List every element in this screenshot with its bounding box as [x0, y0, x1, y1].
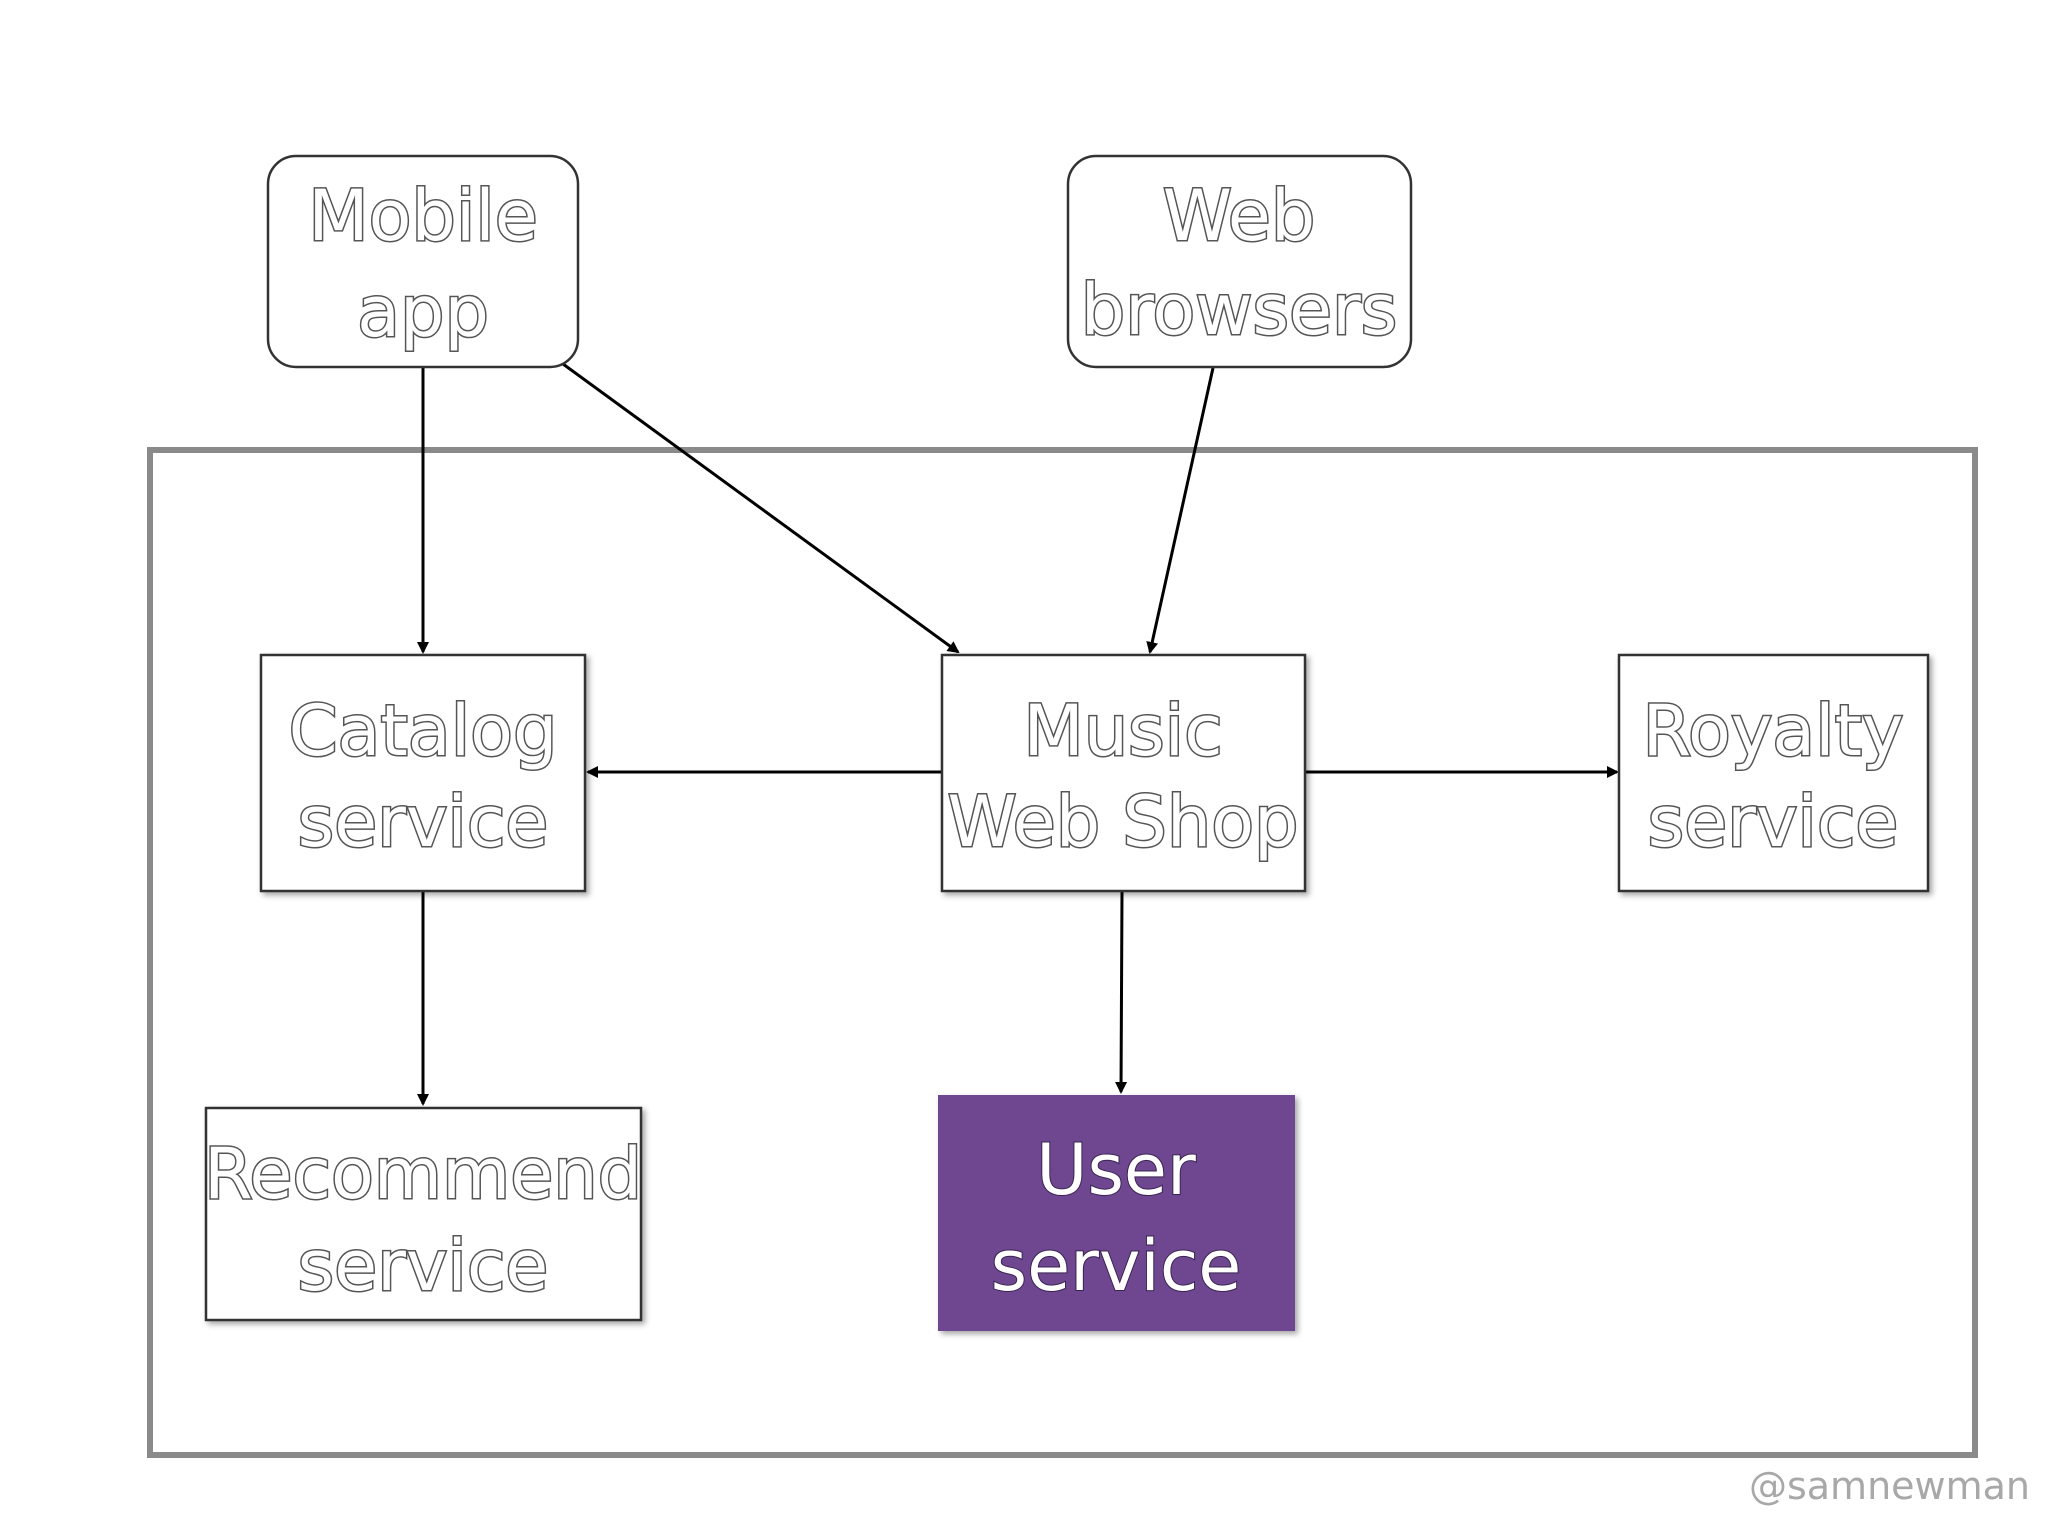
edge-mobile-app-to-music-web-shop — [562, 362, 960, 654]
node-music-web-shop-line-2: Web Shop — [948, 781, 1299, 863]
node-web-browsers: Web browsers — [1066, 154, 1413, 369]
node-recommend-service-line-2: service — [298, 1225, 549, 1307]
system-boundary — [147, 447, 1978, 1458]
node-royalty-service-line-2: service — [1648, 781, 1899, 863]
edge-music-web-shop-to-user-service — [1115, 891, 1128, 1094]
node-catalog-service: Catalog service — [259, 653, 587, 893]
node-user-service-line-1: User — [1036, 1129, 1196, 1211]
node-recommend-service: Recommend service — [202, 1106, 644, 1322]
node-user-service-line-2: service — [991, 1225, 1242, 1307]
node-music-web-shop: Music Web Shop — [940, 653, 1307, 893]
node-royalty-service: Royalty service — [1617, 653, 1930, 893]
node-music-web-shop-line-1: Music — [1023, 690, 1222, 772]
node-catalog-service-line-2: service — [298, 781, 549, 863]
node-user-service: User service — [938, 1095, 1295, 1331]
node-catalog-service-line-1: Catalog — [289, 690, 558, 772]
node-mobile-app-line-2: app — [357, 271, 489, 353]
node-royalty-service-line-1: Royalty — [1643, 690, 1904, 772]
node-mobile-app: Mobile app — [266, 154, 580, 369]
node-web-browsers-line-2: browsers — [1081, 269, 1398, 351]
node-mobile-app-line-1: Mobile — [308, 175, 538, 257]
author-watermark: @samnewman — [1748, 1464, 2030, 1508]
edge-web-browsers-to-music-web-shop — [1146, 367, 1215, 654]
node-web-browsers-line-1: Web — [1163, 175, 1316, 257]
node-recommend-service-line-1: Recommend — [204, 1133, 642, 1215]
edges — [417, 362, 1619, 1106]
